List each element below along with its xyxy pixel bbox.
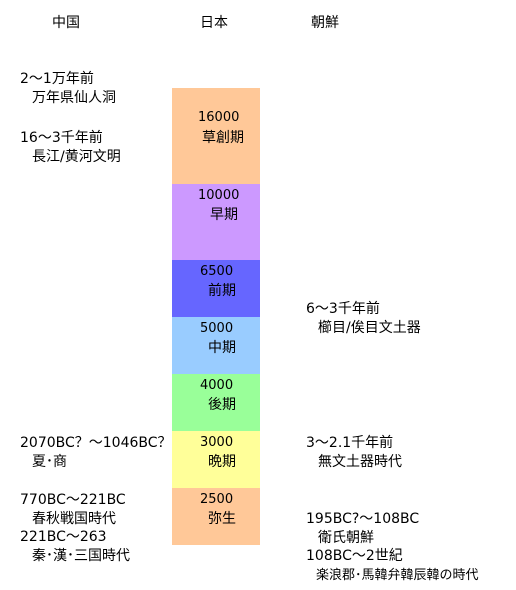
korea-note-date: 108BC～2世紀	[306, 548, 403, 564]
period-name: 晩期	[208, 454, 236, 470]
china-note-2: 16～3千年前 長江/黄河文明	[20, 129, 121, 167]
china-note-4: 770BC～221BC 春秋戦国時代	[20, 491, 126, 529]
period-year: 6500	[200, 264, 234, 279]
china-note-date: 2～1万年前	[20, 71, 94, 87]
china-note-date: 221BC～263	[20, 529, 107, 545]
china-note-date: 2070BC？～1046BC？	[20, 435, 172, 451]
china-note-label: 夏･商	[32, 454, 67, 470]
korea-note-label: 楽浪郡･馬韓弁韓辰韓の時代	[316, 568, 479, 583]
korea-note-label: 櫛目/俟目文土器	[318, 320, 421, 336]
period-year: 5000	[200, 321, 234, 336]
period-banki: 3000 晩期	[172, 431, 260, 488]
header-japan: 日本	[200, 15, 228, 31]
china-note-label: 春秋戦国時代	[32, 511, 116, 527]
china-note-5: 221BC～263 秦･漢･三国時代	[20, 528, 130, 566]
korea-note-2: 3～2.1千年前 無文土器時代	[306, 434, 402, 472]
korea-note-4: 108BC～2世紀 楽浪郡･馬韓弁韓辰韓の時代	[306, 547, 479, 585]
period-soki: 10000 早期	[172, 184, 260, 260]
china-note-label: 秦･漢･三国時代	[32, 548, 130, 564]
china-note-3: 2070BC？～1046BC？ 夏･商	[20, 434, 172, 472]
period-year: 2500	[200, 492, 234, 507]
period-name: 早期	[210, 207, 238, 223]
period-name: 草創期	[202, 130, 244, 146]
period-year: 16000	[198, 110, 240, 125]
korea-note-date: 195BC?～108BC	[306, 511, 420, 527]
china-note-1: 2～1万年前 万年県仙人洞	[20, 70, 116, 108]
period-name: 後期	[208, 397, 236, 413]
period-name: 前期	[208, 283, 236, 299]
period-name: 弥生	[208, 511, 236, 527]
china-note-date: 770BC～221BC	[20, 492, 126, 508]
header-china: 中国	[52, 15, 80, 31]
korea-note-3: 195BC?～108BC 衛氏朝鮮	[306, 510, 419, 548]
korea-note-date: 3～2.1千年前	[306, 435, 394, 451]
korea-note-1: 6～3千年前 櫛目/俟目文土器	[306, 300, 421, 338]
korea-note-label: 衛氏朝鮮	[318, 530, 374, 546]
china-note-label: 万年県仙人洞	[32, 90, 116, 106]
period-year: 4000	[200, 378, 234, 393]
korea-note-label: 無文土器時代	[318, 454, 402, 470]
china-note-label: 長江/黄河文明	[32, 149, 121, 165]
china-note-date: 16～3千年前	[20, 130, 103, 146]
period-zenki: 6500 前期	[172, 260, 260, 317]
period-year: 3000	[200, 435, 234, 450]
period-sosoki: 16000 草創期	[172, 88, 260, 184]
period-koki: 4000 後期	[172, 374, 260, 431]
period-name: 中期	[208, 340, 236, 356]
korea-note-date: 6～3千年前	[306, 301, 380, 317]
period-year: 10000	[198, 188, 240, 203]
header-korea: 朝鮮	[311, 15, 339, 31]
period-yayoi: 2500 弥生	[172, 488, 260, 545]
period-chuki: 5000 中期	[172, 317, 260, 374]
